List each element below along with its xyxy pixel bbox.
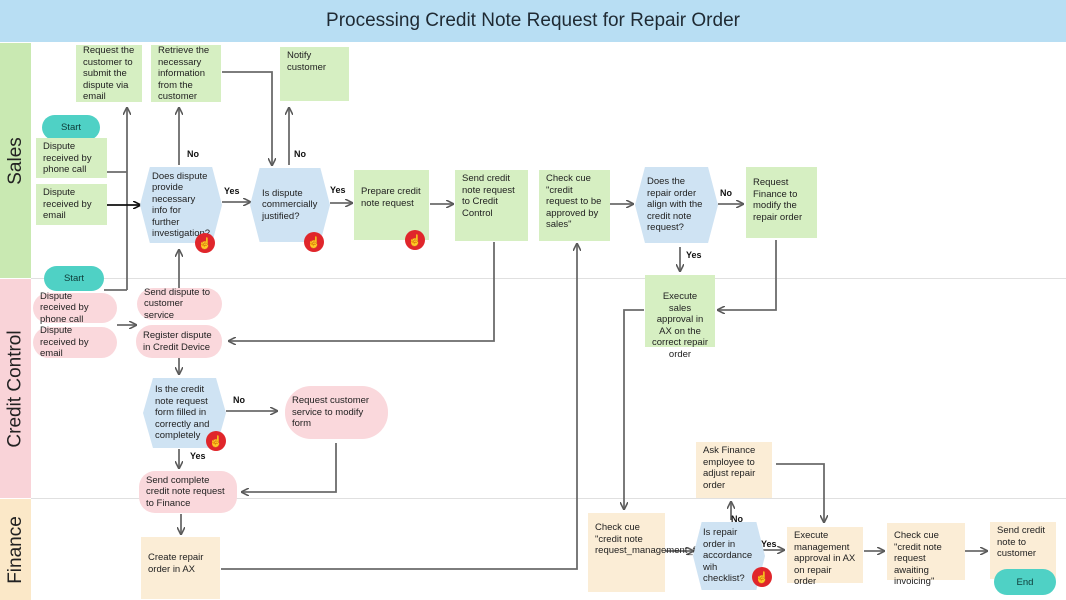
lane-credit-control-bg <box>0 279 31 498</box>
edge-label-no: No <box>720 188 732 198</box>
hand-click-icon: ☝ <box>304 232 324 252</box>
hand-click-icon: ☝ <box>752 567 772 587</box>
task-cc-dispute-email: Dispute received by email <box>33 325 117 359</box>
task-sales-dispute-email: Dispute received by email <box>36 184 107 225</box>
edge-label-no: No <box>187 149 199 159</box>
task-ask-finance-adjust: Ask Finance employee to adjust repair or… <box>696 442 772 498</box>
hand-click-icon: ☝ <box>206 431 226 451</box>
task-send-to-customer-service: Send dispute to customer service <box>137 287 222 321</box>
edge-label-yes: Yes <box>330 185 346 195</box>
hand-click-icon: ☝ <box>405 230 425 250</box>
lane-sales-bg <box>0 43 31 278</box>
decision-repair-order-align: Does the repair order align with the cre… <box>635 167 718 243</box>
task-prepare-credit-note: Prepare credit note request <box>354 170 429 240</box>
diagram-title: Processing Credit Note Request for Repai… <box>0 0 1066 42</box>
decision-commercially-justified: Is dispute commercially justified? <box>250 168 330 242</box>
end-terminal: End <box>994 569 1056 595</box>
task-retrieve-info: Retrieve the necessary information from … <box>151 45 221 102</box>
task-check-cue-sales: Check cue "credit request to be approved… <box>539 170 610 241</box>
task-register-dispute: Register dispute in Credit Device <box>136 325 222 358</box>
task-send-to-credit-control: Send credit note request to Credit Contr… <box>455 170 528 241</box>
task-check-cue-management: Check cue "credit note request_managemen… <box>588 513 714 592</box>
edge-label-yes: Yes <box>224 186 240 196</box>
start-terminal-sales: Start <box>42 115 100 140</box>
start-terminal-credit-control: Start <box>44 266 104 291</box>
task-send-complete-to-finance: Send complete credit note request to Fin… <box>139 471 237 513</box>
edge-label-no: No <box>233 395 245 405</box>
task-request-submit-email: Request the customer to submit the dispu… <box>76 45 142 102</box>
edge-label-no: No <box>731 514 743 524</box>
task-request-finance-modify: Request Finance to modify the repair ord… <box>746 167 817 238</box>
task-create-repair-order: Create repair order in AX <box>141 537 220 599</box>
lane-finance-bg <box>0 499 31 600</box>
task-notify-customer: Notify customer <box>280 47 349 101</box>
edge-label-yes: Yes <box>686 250 702 260</box>
hand-click-icon: ☝ <box>195 233 215 253</box>
task-check-cue-invoicing: Check cue "credit note request awaiting … <box>887 523 965 587</box>
edge-label-yes: Yes <box>190 451 206 461</box>
task-execute-management-approval: Execute management approval in AX on rep… <box>787 527 863 587</box>
task-cc-dispute-phone: Dispute received by phone call <box>33 291 117 325</box>
task-sales-dispute-phone: Dispute received by phone call <box>36 138 107 178</box>
decision-dispute-info: Does dispute provide necessary info for … <box>140 167 222 243</box>
edge-label-yes: Yes <box>761 539 777 549</box>
decision-form-filled: Is the credit note request form filled i… <box>143 378 226 448</box>
edge-label-no: No <box>294 149 306 159</box>
lane-divider <box>31 498 1066 499</box>
task-request-cs-modify: Request customer service to modify form <box>285 386 388 439</box>
task-execute-sales-approval: Execute sales approval in AX on the corr… <box>645 275 715 360</box>
lane-divider <box>31 278 1066 279</box>
